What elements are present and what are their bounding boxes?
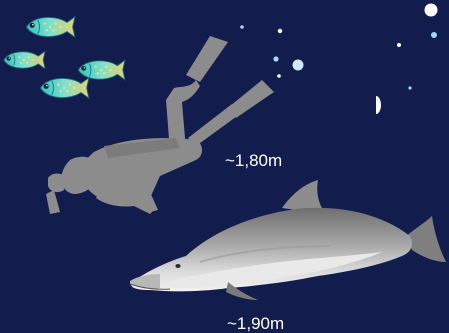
fish-icon [41,78,89,98]
bubbles [240,4,437,115]
fish-school [4,17,125,98]
fish-icon [27,17,75,37]
dolphin-size-label: ~1,90m [227,315,284,332]
dolphin [130,180,446,300]
fish-icon [78,60,125,80]
diver-size-label: ~1,80m [225,152,282,169]
diver-silhouette [46,36,274,214]
fish-icon [4,51,45,68]
